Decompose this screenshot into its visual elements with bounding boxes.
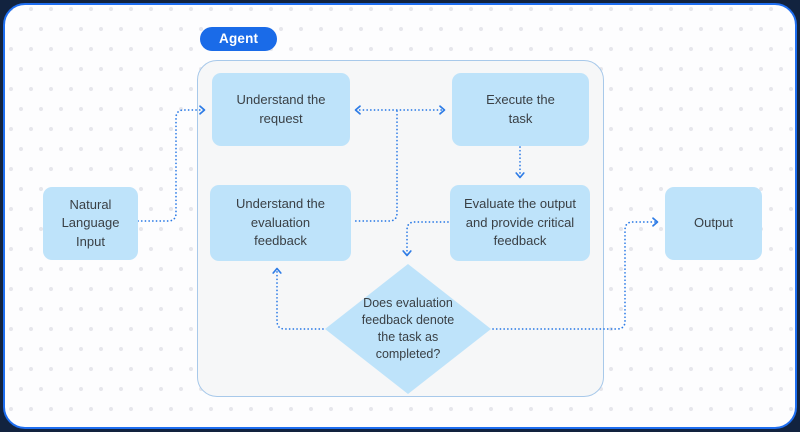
agent-badge: Agent	[200, 27, 278, 51]
node-label: Natural Language Input	[61, 196, 120, 249]
node-label: Output	[693, 215, 734, 231]
node-label: Does evaluation feedback denote the task…	[361, 296, 455, 361]
node-decision-diamond: Does evaluation feedback denote the task…	[325, 264, 491, 394]
node-understand-request: Understand the request	[212, 73, 350, 146]
node-evaluate-output: Evaluate the output and provide critical…	[450, 185, 590, 261]
node-label: Execute the task	[486, 92, 555, 126]
node-label: Understand the request	[236, 92, 326, 126]
node-label: Evaluate the output and provide critical…	[463, 196, 577, 249]
node-natural-language-input: Natural Language Input	[43, 187, 138, 260]
node-execute-task: Execute the task	[452, 73, 589, 146]
node-output: Output	[665, 187, 762, 260]
node-understand-evaluation-feedback: Understand the evaluation feedback	[210, 185, 351, 261]
node-label: Understand the evaluation feedback	[236, 196, 325, 249]
arrow-input-to-understand	[137, 105, 206, 222]
